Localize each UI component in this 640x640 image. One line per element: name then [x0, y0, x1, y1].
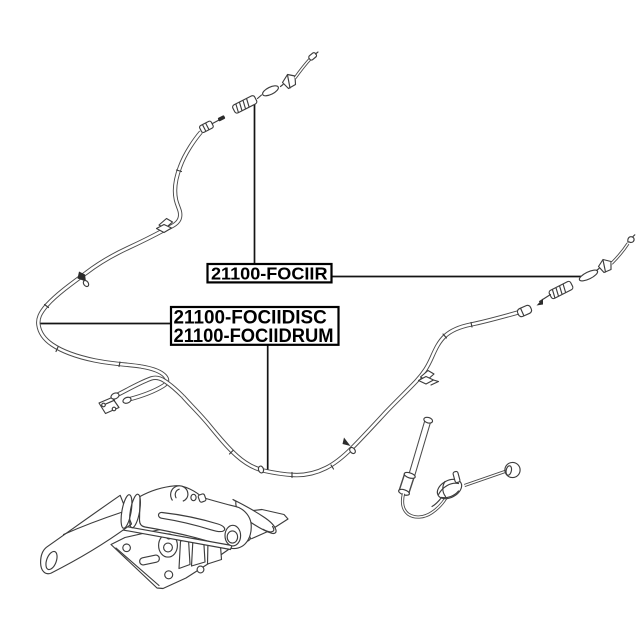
svg-text:21100-FOCIIR: 21100-FOCIIR: [211, 263, 328, 283]
svg-text:21100-FOCIIDRUM: 21100-FOCIIDRUM: [174, 326, 334, 347]
svg-text:21100-FOCIIDISC: 21100-FOCIIDISC: [174, 308, 328, 329]
